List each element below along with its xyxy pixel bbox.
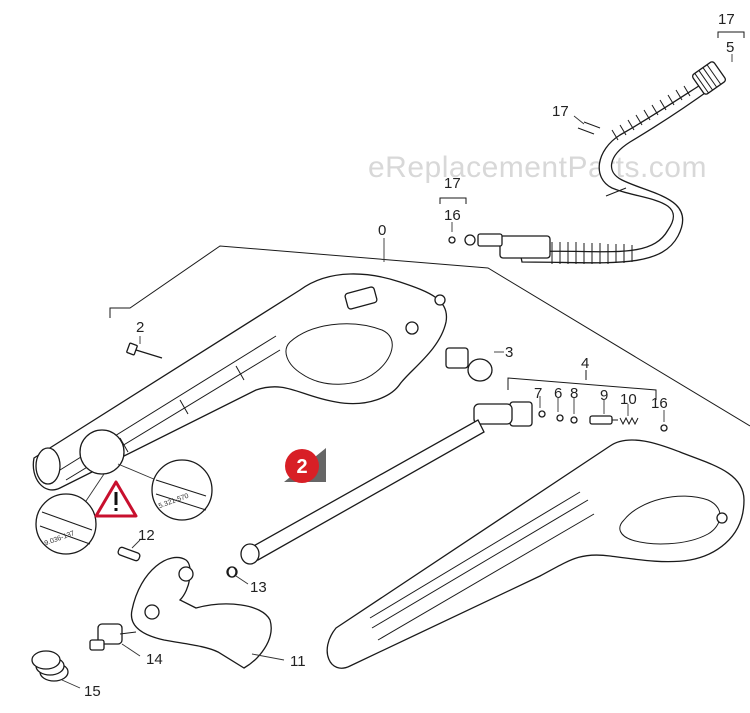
- callout-4: 4: [581, 355, 589, 372]
- callout-2: 2: [136, 319, 144, 336]
- callout-14: 14: [146, 651, 163, 668]
- connector-3: [445, 347, 504, 382]
- detail-callout-right: 5.321-570: [117, 459, 213, 521]
- callout-17-top: 17: [718, 11, 735, 28]
- trigger-11: [130, 556, 285, 669]
- callout-7: 7: [534, 385, 542, 402]
- stem-14: [89, 623, 141, 657]
- assembly-frame: [109, 245, 750, 427]
- oring-13: [227, 566, 249, 585]
- callout-9: 9: [600, 387, 608, 404]
- watermark-text: eReplacementParts.com: [368, 151, 707, 184]
- callout-16-lower: 16: [444, 207, 461, 224]
- page-badge-icon: 2: [284, 448, 326, 483]
- screw-2: [126, 336, 163, 359]
- page-badge-number: 2: [296, 456, 307, 478]
- parts-group-4-bracket: [507, 370, 657, 400]
- spring-15: [31, 650, 81, 689]
- callout-13: 13: [250, 579, 267, 596]
- callout-8: 8: [570, 385, 578, 402]
- callout-15: 15: [84, 683, 101, 700]
- callout-6: 6: [554, 385, 562, 402]
- callout-5: 5: [726, 39, 734, 56]
- callout-3: 3: [505, 344, 513, 361]
- callout-0: 0: [378, 222, 386, 239]
- hose-assembly: [448, 61, 727, 264]
- callout-17-mid: 17: [444, 175, 461, 192]
- warning-triangle-icon: [94, 480, 138, 518]
- callout-12: 12: [138, 527, 155, 544]
- callout-11: 11: [290, 653, 306, 670]
- detail-callout-left: 9.036-137: [35, 429, 125, 555]
- bracket-17-16: [439, 31, 745, 232]
- callout-17-hose: 17: [552, 103, 569, 120]
- handle-housing-lower: [326, 439, 745, 669]
- pin-12: [117, 539, 141, 562]
- callout-10: 10: [620, 391, 637, 408]
- lance-tube: [226, 419, 485, 578]
- valve-row: [473, 396, 668, 432]
- callout-16-row: 16: [651, 395, 668, 412]
